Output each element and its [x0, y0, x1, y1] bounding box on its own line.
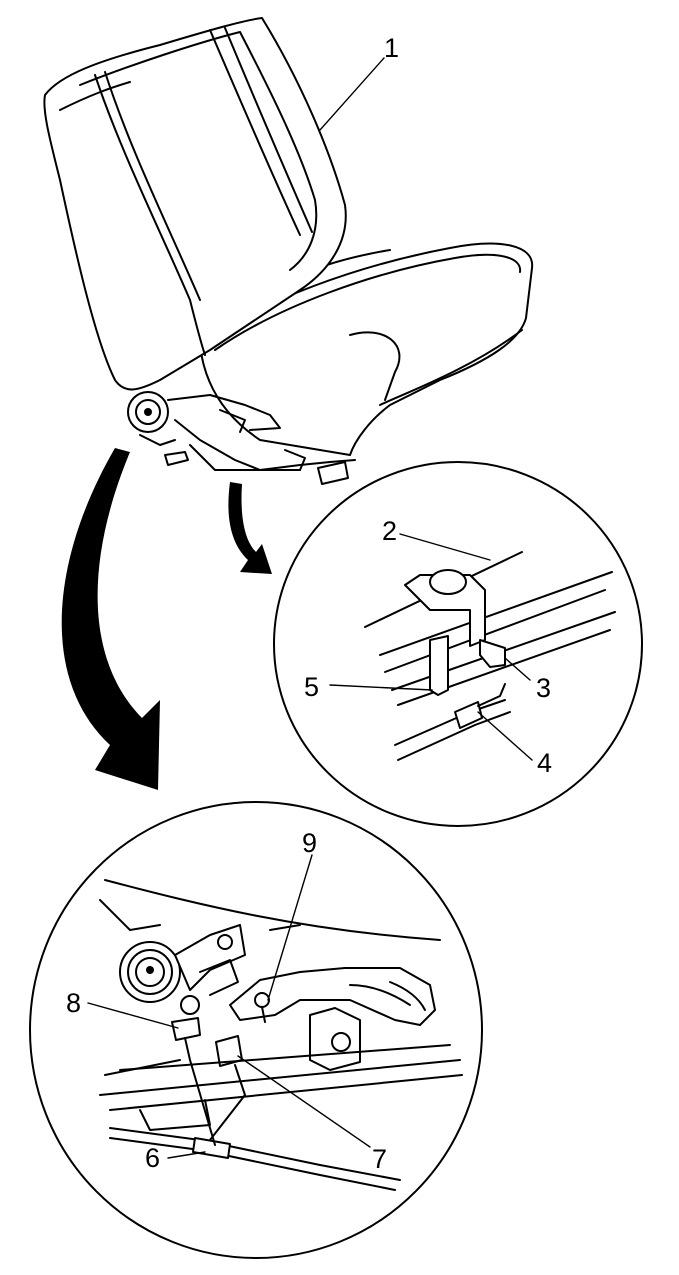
callout-1: 1: [319, 33, 399, 131]
seat-assembly: [43, 17, 534, 485]
callout-3: 3: [504, 657, 551, 703]
detail-view-upper: [273, 461, 643, 827]
callout-7: 7: [237, 1055, 387, 1174]
callout-2: 2: [382, 516, 491, 561]
large-sweep-arrow: [61, 448, 160, 790]
callout-6-label: 6: [145, 1143, 160, 1173]
seat-back: [43, 17, 347, 391]
callout-8-label: 8: [66, 988, 81, 1018]
callout-8: 8: [66, 988, 179, 1029]
detail-view-lower: [29, 801, 483, 1259]
small-detail-arrow: [228, 482, 272, 574]
callout-6: 6: [145, 1143, 206, 1173]
callout-9-label: 9: [302, 828, 317, 858]
callout-9: 9: [267, 828, 317, 1001]
callout-5: 5: [304, 672, 433, 702]
seat-frame: [127, 391, 356, 485]
seat-cushion: [199, 242, 534, 456]
callout-2-label: 2: [382, 516, 397, 546]
callout-7-label: 7: [372, 1144, 387, 1174]
callout-4: 4: [477, 711, 552, 778]
callout-5-label: 5: [304, 672, 319, 702]
callout-3-label: 3: [536, 673, 551, 703]
callout-4-label: 4: [537, 748, 552, 778]
callout-1-label: 1: [384, 33, 399, 63]
